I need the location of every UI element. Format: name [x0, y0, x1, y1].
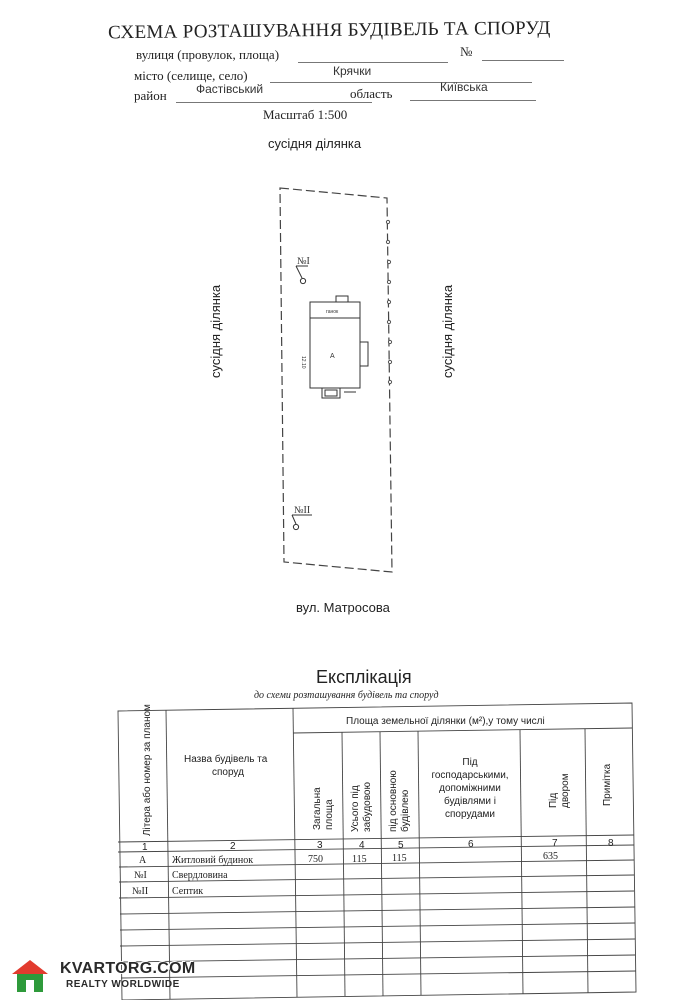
- number-label: №: [460, 44, 473, 59]
- street-line: [298, 62, 448, 63]
- neighbor-top-label: сусідня ділянка: [268, 136, 362, 151]
- watermark: KVARTORG.COM REALTY WORLDWIDE: [8, 958, 198, 994]
- house-logo-icon: [12, 960, 48, 992]
- scale-label: Масштаб 1:500: [263, 107, 348, 122]
- building-letter: А: [330, 353, 335, 360]
- row-letter: А: [139, 855, 147, 866]
- region-line: [410, 100, 536, 101]
- city-label: місто (селище, село): [134, 68, 248, 83]
- col8-header: Примітка: [602, 763, 613, 806]
- region-value: Київська: [440, 80, 488, 94]
- col-number: 3: [317, 840, 323, 851]
- col1-header: Літера або номер за планом: [141, 704, 153, 836]
- row-name: Септик: [172, 886, 203, 897]
- explication-subtitle: до схеми розташування будівель та споруд: [254, 690, 439, 701]
- marker-2-label: №II: [294, 505, 310, 516]
- col2-header-line1: Назва будівель та: [184, 753, 268, 765]
- watermark-tagline: REALTY WORLDWIDE: [66, 979, 180, 990]
- region-label: область: [350, 86, 393, 101]
- col2-header: Назва будівель та споруд: [184, 753, 268, 778]
- marker-septic: [291, 514, 312, 531]
- district-label: район: [134, 88, 167, 103]
- col7-header: Піддвором: [548, 773, 571, 808]
- table-grid: [117, 702, 637, 1000]
- city-value: Крячки: [333, 64, 372, 78]
- col2-header-line2: споруд: [212, 767, 244, 778]
- row-letter: №I: [134, 870, 147, 881]
- col-number: 8: [608, 838, 614, 849]
- city-line: [270, 82, 532, 83]
- table-row: №II Септик: [132, 886, 203, 897]
- district-value: Фастівський: [196, 82, 264, 96]
- col3-header: Загальнаплоща: [312, 787, 335, 830]
- watermark-name: KVARTORG.COM: [60, 960, 196, 977]
- row-letter: №II: [132, 886, 148, 897]
- col4-header: Усього підзабудовою: [350, 782, 373, 832]
- col5-header: під основноюбудівлею: [388, 770, 411, 832]
- row-total: 750: [308, 854, 323, 865]
- row-built: 115: [352, 854, 367, 865]
- col-number: 2: [230, 841, 236, 852]
- district-line: [176, 102, 372, 103]
- plot-boundary: [279, 187, 393, 573]
- fence-marks: [385, 219, 393, 385]
- explication-title: Експлікація: [316, 667, 412, 687]
- column-numbers: 1 2 3 4 5 6 7 8: [142, 838, 614, 853]
- marker-well: [295, 265, 308, 285]
- row-name: Житловий будинок: [172, 855, 253, 866]
- table-row: А Житловий будинок 750 115 115 635: [139, 851, 558, 866]
- group-header: Площа земельної ділянки (м²),у тому числ…: [346, 716, 545, 727]
- col-number: 5: [398, 840, 404, 851]
- row-main: 115: [392, 853, 407, 864]
- building-a: [309, 295, 369, 399]
- col-number: 6: [468, 839, 474, 850]
- col-number: 7: [552, 838, 558, 849]
- col-number: 1: [142, 842, 148, 853]
- marker-1-label: №I: [297, 256, 310, 267]
- building-top-text: ганок: [326, 309, 339, 315]
- street-label: вулиця (провулок, площа): [136, 47, 280, 62]
- building-side-text: 12.10: [300, 356, 306, 369]
- street-name-label: вул. Матросова: [296, 600, 390, 615]
- row-name: Свердловина: [172, 870, 228, 881]
- table-row: №I Свердловина: [134, 870, 228, 881]
- site-plan: ганок А 12.10 №I №II: [279, 187, 393, 573]
- col-number: 4: [359, 840, 365, 851]
- row-yard: 635: [543, 851, 558, 862]
- number-line: [482, 60, 564, 61]
